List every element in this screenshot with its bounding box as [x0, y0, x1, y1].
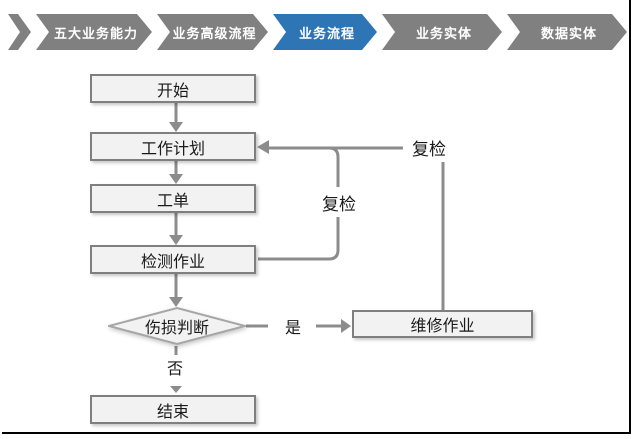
edge-label-text: 复检 — [322, 194, 356, 214]
page-border-bottom — [2, 432, 631, 434]
flow-node-end: 结束 — [90, 395, 256, 424]
flow-node-start: 开始 — [90, 74, 256, 103]
flow-node-label: 开始 — [156, 82, 189, 100]
flow-node-label: 工单 — [156, 192, 189, 210]
nav-step-label: 业务流程 — [298, 25, 355, 41]
flow-node-repair: 维修作业 — [352, 310, 533, 338]
nav-step-business-process-active[interactable]: 业务流程 — [273, 14, 377, 50]
edge-repair-recheck-loop — [269, 146, 445, 310]
edge-label-text: 是 — [284, 320, 301, 337]
flow-node-label: 工作计划 — [140, 140, 205, 158]
nav-step-data-entity[interactable]: 数据实体 — [507, 14, 627, 50]
page-border-right — [629, 0, 631, 434]
nav-step-label: 五大业务能力 — [53, 25, 138, 41]
arrowhead-left-icon — [257, 140, 269, 154]
arrowhead-down-icon — [169, 235, 183, 245]
flow-node-inspection: 检测作业 — [90, 245, 256, 274]
flow-node-label: 结束 — [156, 403, 189, 421]
nav-step-business-entity[interactable]: 业务实体 — [382, 14, 502, 50]
arrowhead-down-icon — [169, 297, 183, 307]
nav-step-label: 业务实体 — [415, 25, 472, 41]
flow-node-label: 维修作业 — [410, 318, 475, 335]
flow-node-work-plan: 工作计划 — [90, 132, 256, 161]
arrowhead-down-icon — [169, 122, 183, 132]
edge-label-text: 复检 — [412, 140, 446, 159]
nav-step-label: 数据实体 — [540, 25, 597, 41]
arrowhead-down-small-icon — [170, 386, 182, 393]
diamond-icon — [108, 306, 246, 346]
flow-node-decision: 伤损判断 — [108, 306, 246, 346]
flow-node-decision-shape — [108, 306, 246, 346]
edge-label-yes: 是 — [280, 314, 306, 338]
arrowhead-right-icon — [341, 319, 351, 333]
nav-step-label: 业务高级流程 — [172, 25, 257, 41]
nav-step-advanced-process[interactable]: 业务高级流程 — [157, 14, 268, 50]
flow-node-label: 检测作业 — [140, 253, 205, 271]
process-step-bar: 五大业务能力 业务高级流程 业务流程 业务实体 数据实体 — [8, 14, 627, 50]
edge-label-recheck-inner: 复检 — [315, 187, 363, 217]
flow-node-label: 伤损判断 — [144, 320, 209, 337]
edge-label-no: 否 — [162, 355, 188, 379]
edge-label-recheck-outer: 复检 — [403, 133, 455, 162]
edge-label-text: 否 — [166, 361, 183, 378]
arrowhead-down-icon — [169, 174, 183, 184]
nav-step-five-capabilities[interactable]: 五大业务能力 — [36, 14, 152, 50]
flow-node-work-order: 工单 — [90, 184, 256, 213]
